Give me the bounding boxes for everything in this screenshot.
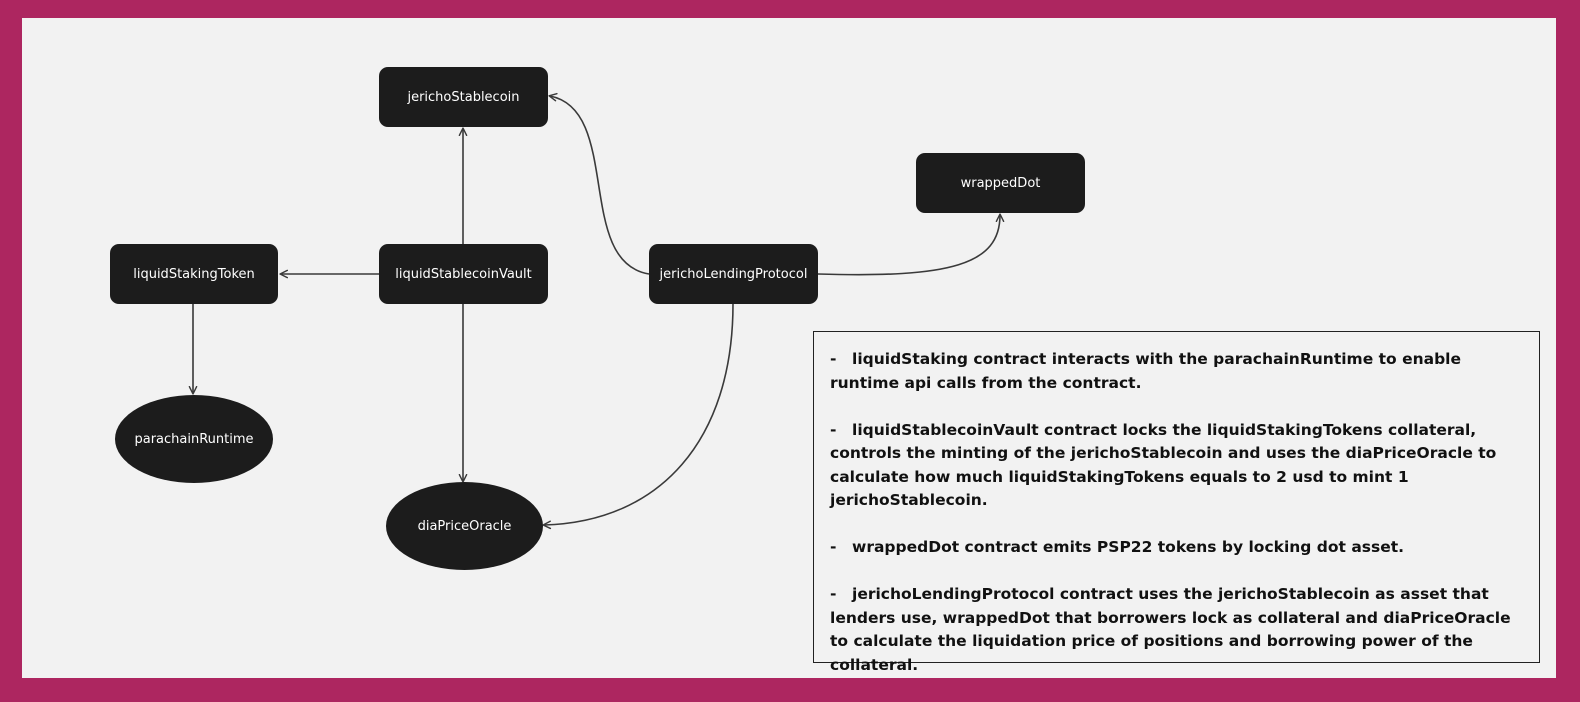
note-item: -liquidStablecoinVault contract locks th… xyxy=(830,419,1527,513)
note-item: -liquidStaking contract interacts with t… xyxy=(830,348,1527,395)
note-text: wrappedDot contract emits PSP22 tokens b… xyxy=(852,538,1405,556)
note-text: liquidStaking contract interacts with th… xyxy=(830,350,1461,392)
note-dash: - xyxy=(830,350,837,368)
node-jericho-stablecoin[interactable]: jerichoStablecoin xyxy=(379,67,548,127)
node-jericho-lending-protocol[interactable]: jerichoLendingProtocol xyxy=(649,244,818,304)
edge-lending-to-wrappeddot xyxy=(817,213,1005,276)
node-label: liquidStakingToken xyxy=(133,266,255,282)
node-label: jerichoStablecoin xyxy=(407,89,520,105)
node-label: wrappedDot xyxy=(960,175,1041,191)
note-dash: - xyxy=(830,538,837,556)
note-dash: - xyxy=(830,420,837,439)
node-liquid-staking-token[interactable]: liquidStakingToken xyxy=(110,244,278,304)
edge-lending-to-diapriceoracle xyxy=(542,303,734,530)
note-text: liquidStablecoinVault contract locks the… xyxy=(830,420,1497,510)
node-dia-price-oracle[interactable]: diaPriceOracle xyxy=(386,482,543,570)
node-wrapped-dot[interactable]: wrappedDot xyxy=(916,153,1085,213)
node-liquid-stablecoin-vault[interactable]: liquidStablecoinVault xyxy=(379,244,548,304)
node-label: diaPriceOracle xyxy=(417,518,512,534)
node-label: jerichoLendingProtocol xyxy=(659,266,808,282)
note-dash: - xyxy=(830,585,837,603)
note-item: -jerichoLendingProtocol contract uses th… xyxy=(830,583,1527,677)
node-label: parachainRuntime xyxy=(134,431,254,447)
note-text: jerichoLendingProtocol contract uses the… xyxy=(830,585,1511,674)
node-label: liquidStablecoinVault xyxy=(395,266,532,282)
node-parachain-runtime[interactable]: parachainRuntime xyxy=(115,395,273,483)
notes-box: -liquidStaking contract interacts with t… xyxy=(813,331,1540,674)
edge-lending-to-stablecoin xyxy=(548,92,650,275)
note-item: -wrappedDot contract emits PSP22 tokens … xyxy=(830,536,1527,560)
